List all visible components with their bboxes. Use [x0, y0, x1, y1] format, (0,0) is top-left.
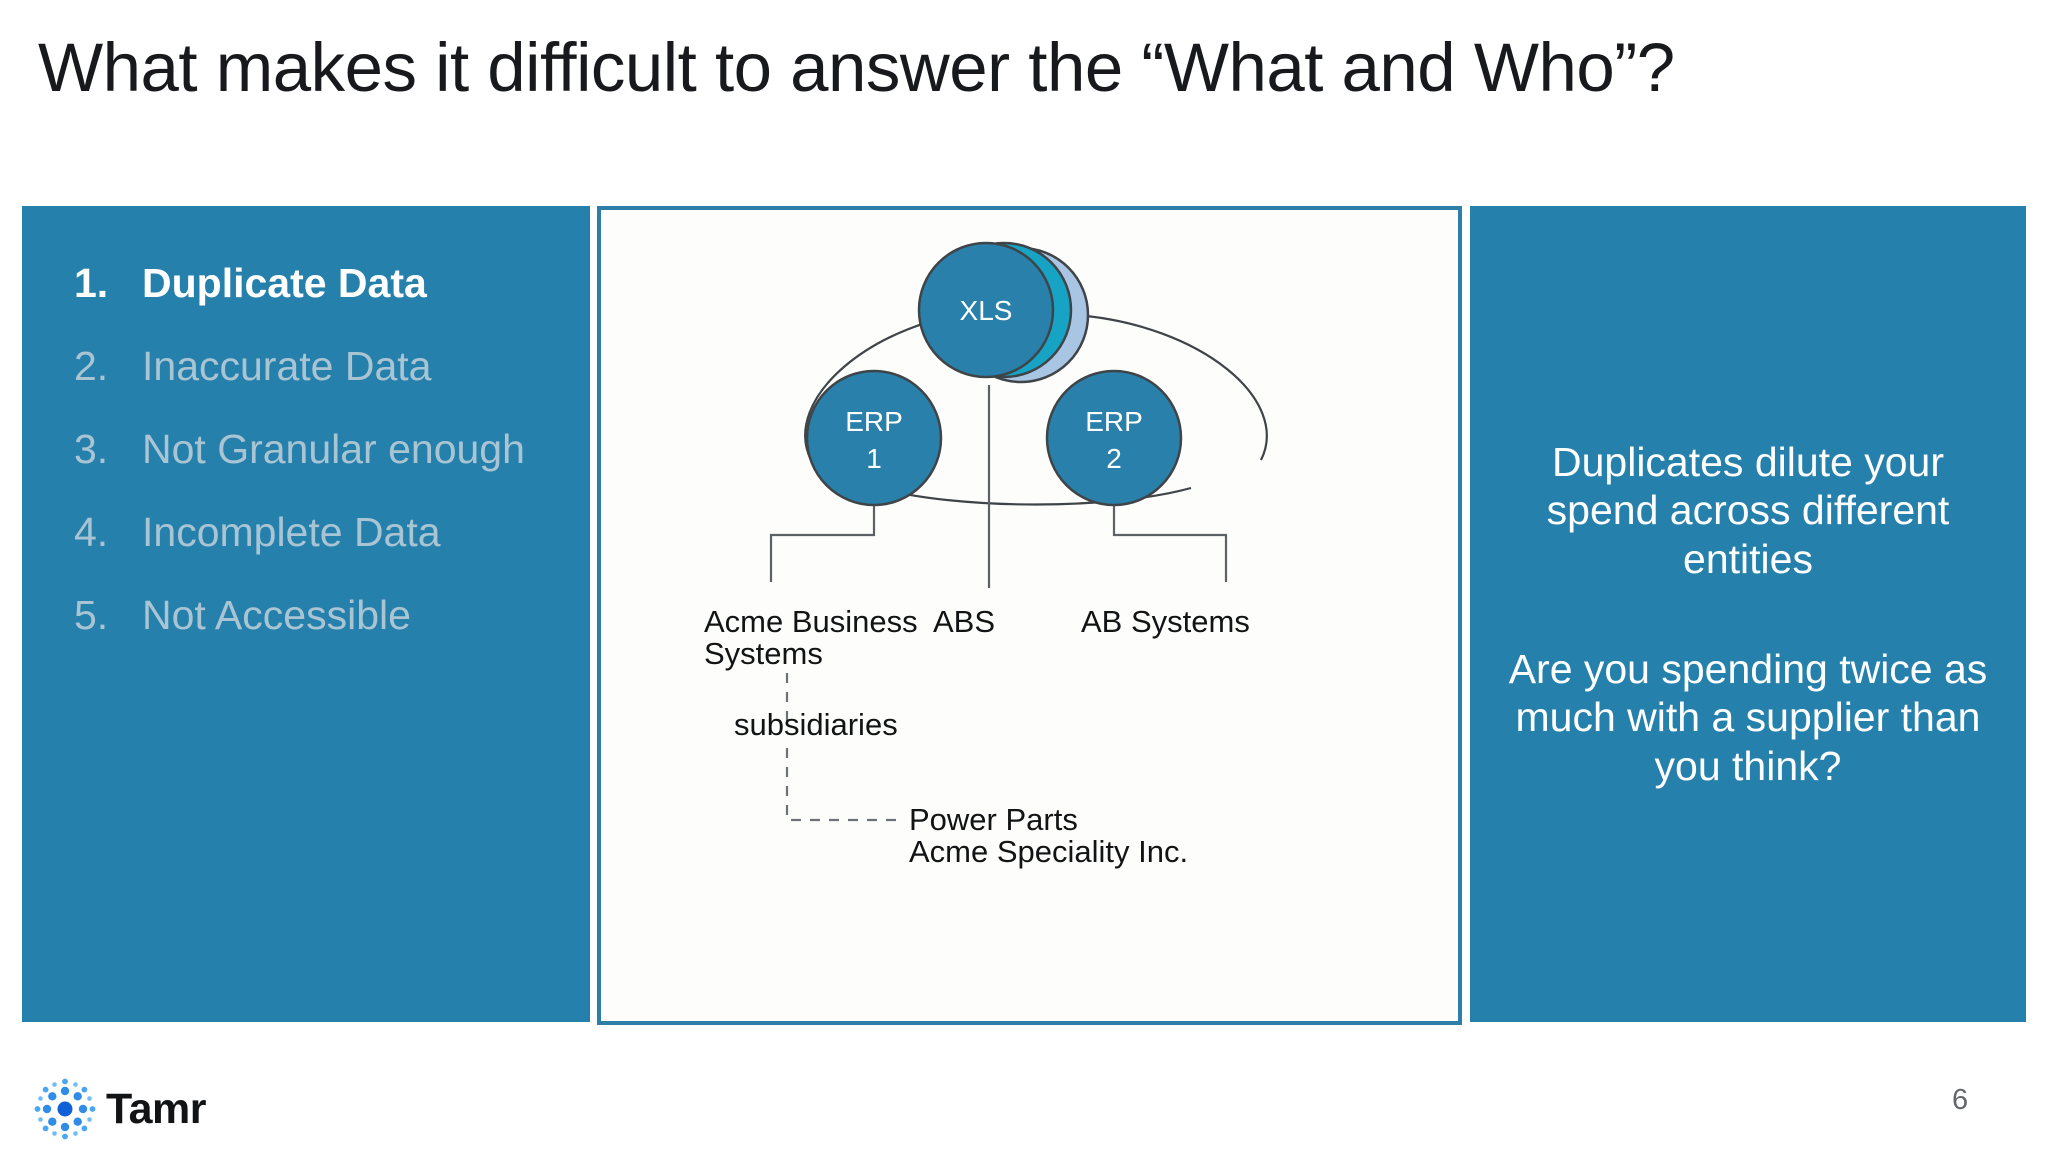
node-erp-1-label-line1: ERP — [845, 406, 903, 437]
dashed-subsidiaries-lower — [785, 748, 901, 822]
node-xls[interactable] — [917, 241, 1055, 379]
brand-logo: Tamr — [34, 1078, 206, 1140]
issue-item-incomplete-data[interactable]: 4. Incomplete Data — [74, 509, 441, 556]
entity-label-ab-systems: AB Systems — [1081, 604, 1250, 639]
issue-label: Inaccurate Data — [142, 343, 432, 389]
issue-label: Not Granular enough — [142, 426, 525, 472]
entity-label-acme-business-systems-line2: Systems — [704, 636, 823, 671]
subsidiary-entity-acme-speciality: Acme Speciality Inc. — [909, 834, 1188, 869]
issue-number: 2. — [74, 343, 109, 389]
page-title: What makes it difficult to answer the “W… — [38, 29, 1675, 106]
node-xls-label: XLS — [960, 295, 1013, 326]
issue-item-inaccurate-data[interactable]: 2. Inaccurate Data — [74, 343, 431, 390]
insight-paragraph-2: Are you spending twice as much with a su… — [1508, 646, 1988, 789]
diagram-panel: XLS ERP 1 ERP 2 Acme Business Systems AB… — [597, 206, 1462, 1025]
issue-label: Incomplete Data — [142, 509, 441, 555]
issue-number: 4. — [74, 509, 109, 555]
issue-item-not-accessible[interactable]: 5. Not Accessible — [74, 592, 411, 639]
subsidiaries-label: subsidiaries — [734, 707, 898, 742]
leader-erp1-to-acme-business-systems — [769, 506, 876, 582]
brand-wordmark: Tamr — [106, 1084, 206, 1133]
node-erp-2[interactable] — [1045, 369, 1183, 507]
node-erp-2-label-line2: 2 — [1106, 443, 1122, 474]
issues-panel: 1. Duplicate Data 2. Inaccurate Data 3. … — [22, 206, 590, 1022]
issue-number: 1. — [74, 260, 109, 306]
tamr-burst-icon — [34, 1078, 96, 1140]
link-erp1-to-erp2 — [877, 486, 1192, 506]
page-number: 6 — [1952, 1084, 1969, 1116]
leader-erp2-to-ab-systems — [1112, 506, 1228, 582]
issue-label: Duplicate Data — [142, 260, 427, 306]
node-erp-2-label-line1: ERP — [1085, 406, 1143, 437]
issue-number: 3. — [74, 426, 109, 472]
link-xls-to-erp2 — [1075, 313, 1268, 461]
entity-label-abs: ABS — [933, 604, 995, 639]
entity-diagram: XLS ERP 1 ERP 2 Acme Business Systems AB… — [704, 241, 1268, 869]
entity-label-acme-business-systems-line1: Acme Business — [704, 604, 918, 639]
issue-label: Not Accessible — [142, 592, 411, 638]
insight-paragraph-1: Duplicates dilute your spend across diff… — [1546, 438, 1950, 582]
subsidiary-entity-power-parts: Power Parts — [909, 802, 1078, 837]
issue-item-not-granular-enough[interactable]: 3. Not Granular enough — [74, 426, 525, 473]
issue-number: 5. — [74, 592, 109, 638]
node-erp-1[interactable] — [805, 369, 943, 507]
issue-item-duplicate-data[interactable]: 1. Duplicate Data — [74, 260, 427, 307]
node-erp-1-label-line2: 1 — [866, 443, 882, 474]
insight-panel: Duplicates dilute your spend across diff… — [1470, 206, 2026, 1022]
